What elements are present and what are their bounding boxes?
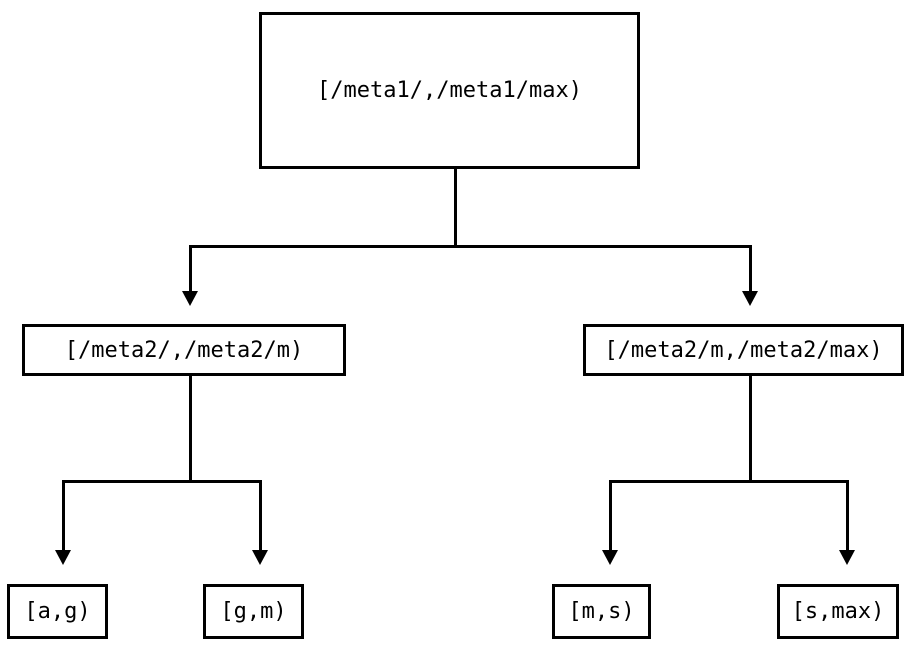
tree-node-root: [/meta1/,/meta1/max) bbox=[259, 12, 640, 169]
connector-left-crossbar bbox=[62, 480, 262, 483]
arrow-down-icon bbox=[55, 550, 71, 565]
connector-left-right-drop bbox=[259, 480, 262, 551]
connector-root-left-drop bbox=[189, 245, 192, 292]
connector-root-stem bbox=[454, 169, 457, 248]
connector-root-crossbar bbox=[189, 245, 752, 248]
connector-right-stem bbox=[749, 376, 752, 483]
connector-left-stem bbox=[189, 376, 192, 483]
tree-leaf-m-s: [m,s) bbox=[552, 584, 651, 639]
connector-right-left-drop bbox=[609, 480, 612, 551]
connector-right-crossbar bbox=[609, 480, 849, 483]
connector-left-left-drop bbox=[62, 480, 65, 551]
arrow-down-icon bbox=[252, 550, 268, 565]
tree-node-left-child: [/meta2/,/meta2/m) bbox=[22, 324, 346, 376]
arrow-down-icon bbox=[182, 291, 198, 306]
tree-leaf-g-m: [g,m) bbox=[203, 584, 304, 639]
tree-leaf-a-g: [a,g) bbox=[7, 584, 108, 639]
arrow-down-icon bbox=[839, 550, 855, 565]
arrow-down-icon bbox=[602, 550, 618, 565]
connector-right-right-drop bbox=[846, 480, 849, 551]
tree-leaf-s-max: [s,max) bbox=[777, 584, 899, 639]
connector-root-right-drop bbox=[749, 245, 752, 292]
arrow-down-icon bbox=[742, 291, 758, 306]
tree-node-right-child: [/meta2/m,/meta2/max) bbox=[583, 324, 904, 376]
